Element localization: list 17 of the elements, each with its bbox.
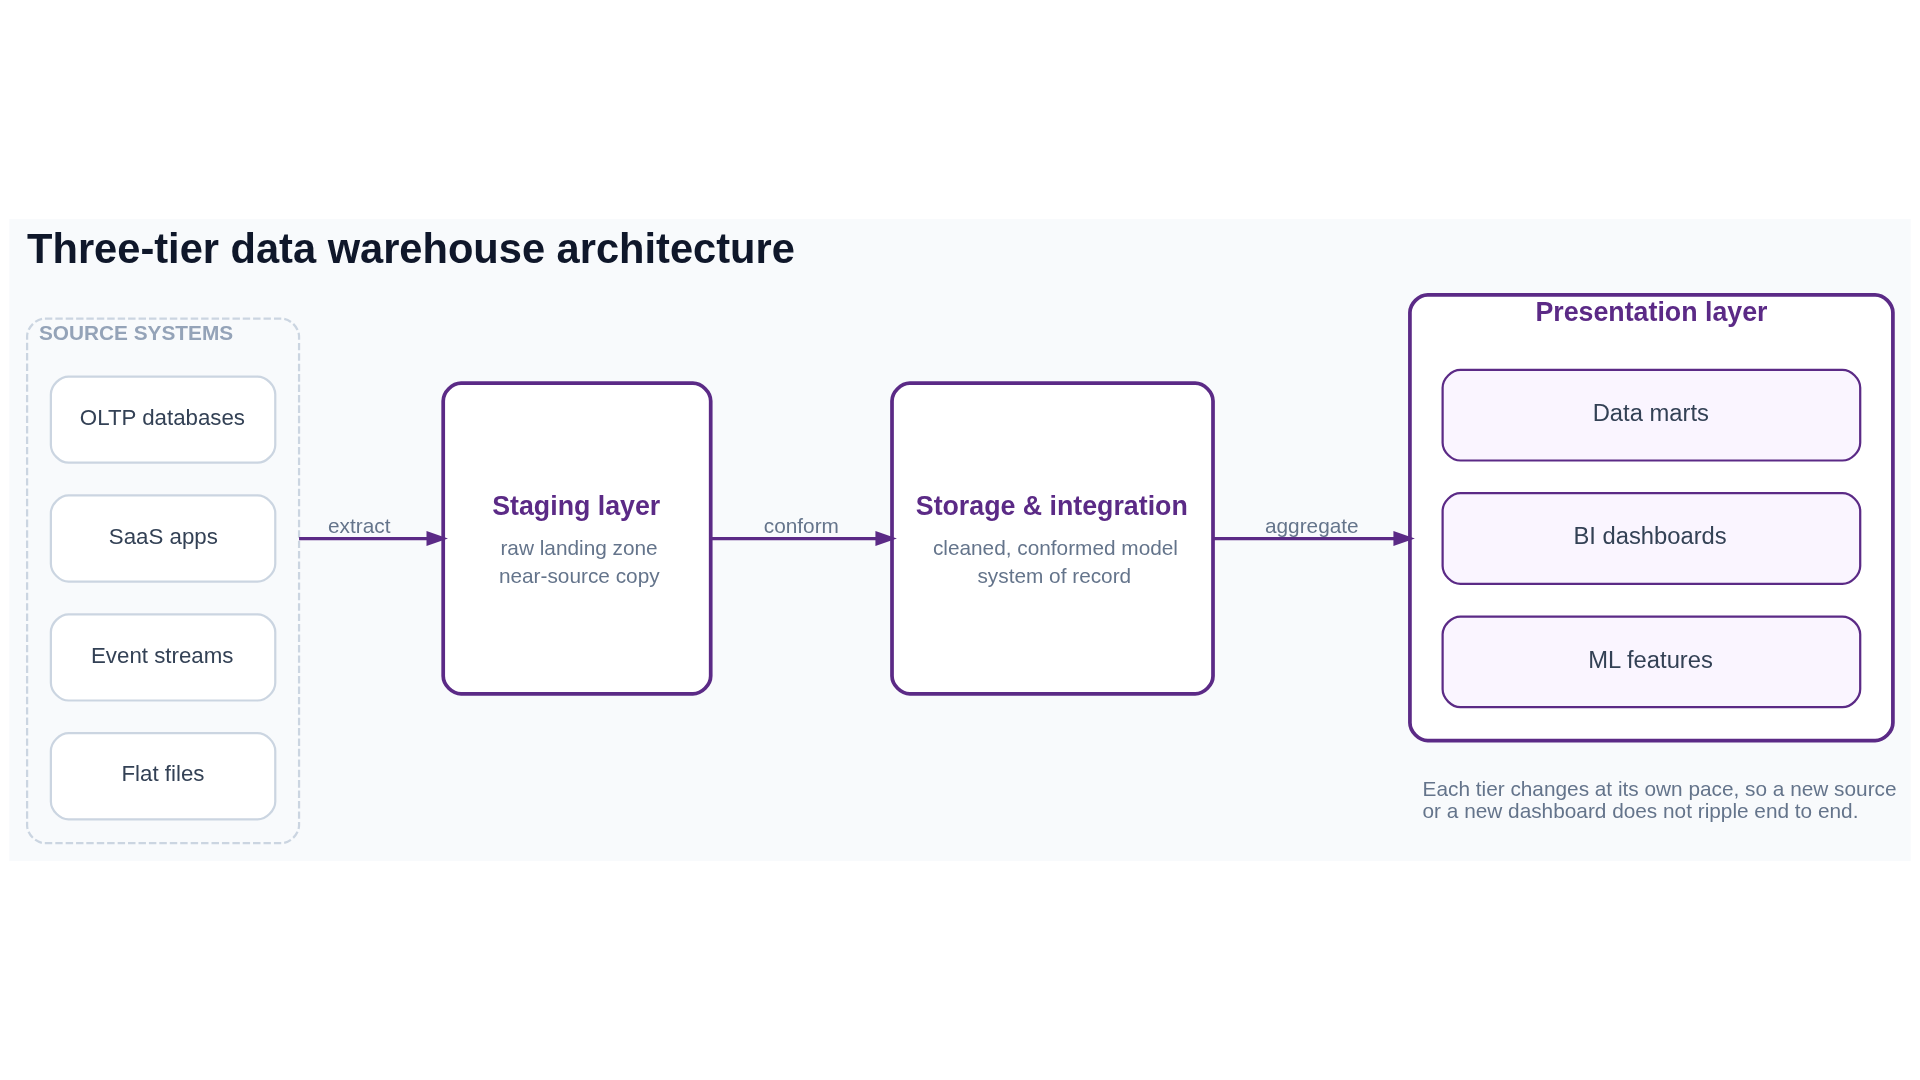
node-box: ML features [1441, 615, 1862, 709]
node-box: Event streams [49, 613, 277, 702]
edge-label: conform [763, 513, 839, 537]
node-box: Staging layer raw landing zone near-source copy [441, 381, 713, 696]
diagram-title: Three-tier data warehouse architecture [27, 224, 795, 272]
edge-label: extract [328, 513, 391, 537]
arrow [1213, 531, 1415, 547]
arrow [710, 531, 897, 547]
caption: Each tier changes at its own pace, so a new source or a new dashboard does not ripple end to end. [1422, 776, 1897, 823]
node-box: Flat files [49, 732, 277, 821]
node-box: BI dashboards [1441, 492, 1862, 585]
edge-label: aggregate [1265, 513, 1359, 537]
node-box: Storage & integration cleaned, conformed model system of record [890, 381, 1215, 696]
node-box: OLTP databases [49, 375, 277, 464]
arrow [299, 531, 448, 547]
node-box: SaaS apps [49, 494, 277, 583]
node-box: Data marts [1441, 368, 1862, 462]
